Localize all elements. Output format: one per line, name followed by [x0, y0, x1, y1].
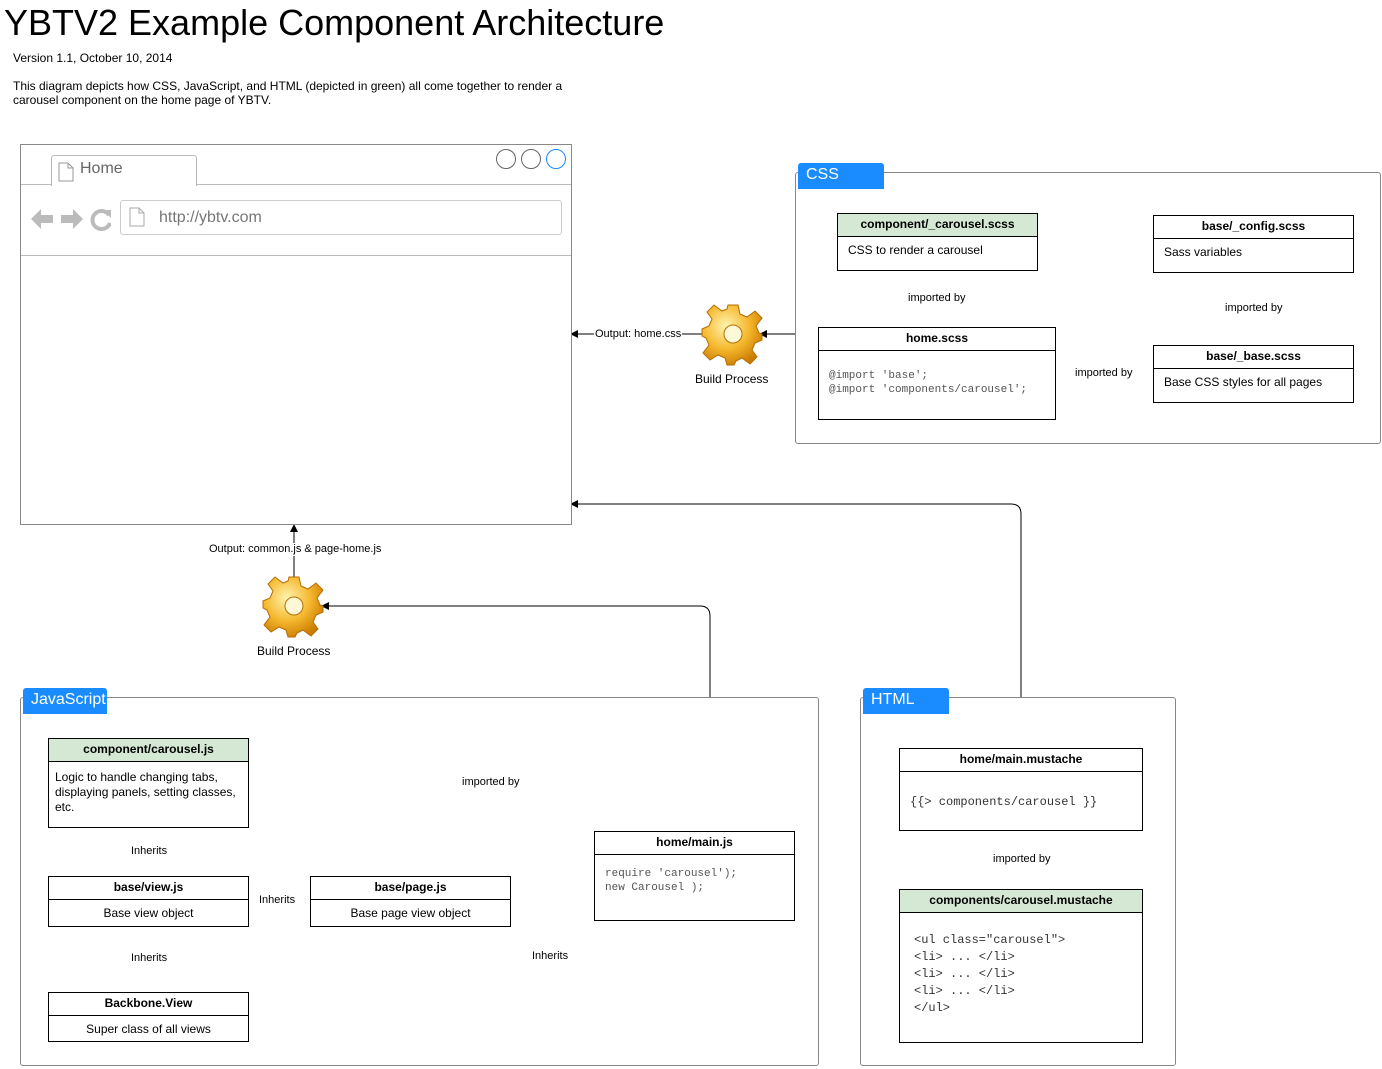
edge-label: Inherits	[258, 894, 297, 907]
file-name: home/main.js	[595, 832, 794, 855]
edge-mustache-to-browser	[570, 500, 1022, 748]
file-config-scss[interactable]: base/_config.scss Sass variables	[1153, 215, 1354, 273]
file-description: CSS to render a carousel	[848, 243, 983, 257]
file-description: Base page view object	[350, 906, 471, 920]
edge-label: imported by	[1074, 367, 1134, 380]
css-group-label: CSS	[798, 163, 884, 189]
file-description: Sass variables	[1164, 245, 1243, 259]
url-text: http://ybtv.com	[159, 209, 262, 226]
file-code: require 'carousel'); new Carousel );	[605, 868, 738, 894]
url-bar[interactable]: http://ybtv.com	[120, 200, 562, 235]
file-name: component/_carousel.scss	[838, 214, 1037, 237]
page-icon	[129, 207, 145, 227]
nav-buttons	[31, 209, 111, 231]
file-main-js[interactable]: home/main.js require 'carousel'); new Ca…	[594, 831, 795, 921]
file-backbone-view[interactable]: Backbone.View Super class of all views	[48, 992, 249, 1042]
description-text: This diagram depicts how CSS, JavaScript…	[13, 79, 563, 107]
window-button[interactable]	[521, 149, 541, 169]
browser-tab-label: Home	[80, 160, 123, 177]
page-icon	[58, 162, 74, 182]
file-view-js[interactable]: base/view.js Base view object	[48, 876, 249, 927]
edge-label: Inherits	[130, 952, 169, 965]
build-js-output-label: Output: common.js & page-home.js	[208, 543, 383, 556]
file-name: component/carousel.js	[49, 739, 248, 762]
file-name: base/_base.scss	[1154, 346, 1353, 369]
file-main-mustache[interactable]: home/main.mustache {{> components/carous…	[899, 748, 1143, 831]
edge-label: Inherits	[531, 950, 570, 963]
build-process-label: Build Process	[695, 372, 769, 386]
file-name: components/carousel.mustache	[900, 890, 1142, 913]
edge-label: imported by	[907, 292, 967, 305]
file-carousel-mustache[interactable]: components/carousel.mustache <ul class="…	[899, 889, 1143, 1043]
file-name: home.scss	[819, 328, 1055, 351]
browser-tab[interactable]: Home	[51, 155, 197, 186]
back-arrow-icon	[31, 209, 53, 229]
window-button[interactable]	[546, 149, 566, 169]
file-name: Backbone.View	[49, 993, 248, 1016]
file-page-js[interactable]: base/page.js Base page view object	[310, 876, 511, 927]
tab-strip-divider	[21, 184, 571, 185]
file-description: Base CSS styles for all pages	[1164, 375, 1323, 389]
file-code: <ul class="carousel"> <li> ... </li> <li…	[914, 933, 1066, 1015]
edge-label: imported by	[1224, 302, 1284, 315]
file-carousel-js[interactable]: component/carousel.js Logic to handle ch…	[48, 738, 249, 828]
page-title: YBTV2 Example Component Architecture	[4, 2, 665, 43]
file-description: Super class of all views	[86, 1022, 211, 1036]
html-group-label: HTML	[863, 688, 949, 714]
reload-icon	[90, 209, 111, 231]
edge-label: imported by	[992, 853, 1052, 866]
file-name: base/page.js	[311, 877, 510, 900]
gear-icon	[262, 576, 324, 638]
file-code: {{> components/carousel }}	[910, 795, 1098, 809]
window-button[interactable]	[496, 149, 516, 169]
edge-main-js-to-build	[321, 602, 711, 831]
file-home-scss[interactable]: home.scss @import 'base'; @import 'compo…	[818, 327, 1056, 420]
edge-label: Inherits	[130, 845, 169, 858]
file-description: Logic to handle changing tabs, displayin…	[55, 770, 236, 814]
file-description: Base view object	[103, 906, 194, 920]
file-name: home/main.mustache	[900, 749, 1142, 772]
file-code: @import 'base'; @import 'components/caro…	[829, 370, 1028, 396]
file-name: base/_config.scss	[1154, 216, 1353, 239]
file-name: base/view.js	[49, 877, 248, 900]
forward-arrow-icon	[61, 209, 83, 229]
file-carousel-scss[interactable]: component/_carousel.scss CSS to render a…	[837, 213, 1038, 271]
build-process-label: Build Process	[257, 644, 331, 658]
javascript-group-label: JavaScript	[23, 688, 107, 714]
browser-mockup: Home http://ybtv.com	[20, 144, 572, 525]
toolbar-divider	[21, 255, 571, 256]
file-base-scss[interactable]: base/_base.scss Base CSS styles for all …	[1153, 345, 1354, 403]
build-css-output-label: Output: home.css	[594, 328, 683, 341]
gear-icon	[701, 304, 763, 366]
version-text: Version 1.1, October 10, 2014	[13, 51, 173, 65]
edge-label: imported by	[461, 776, 521, 789]
